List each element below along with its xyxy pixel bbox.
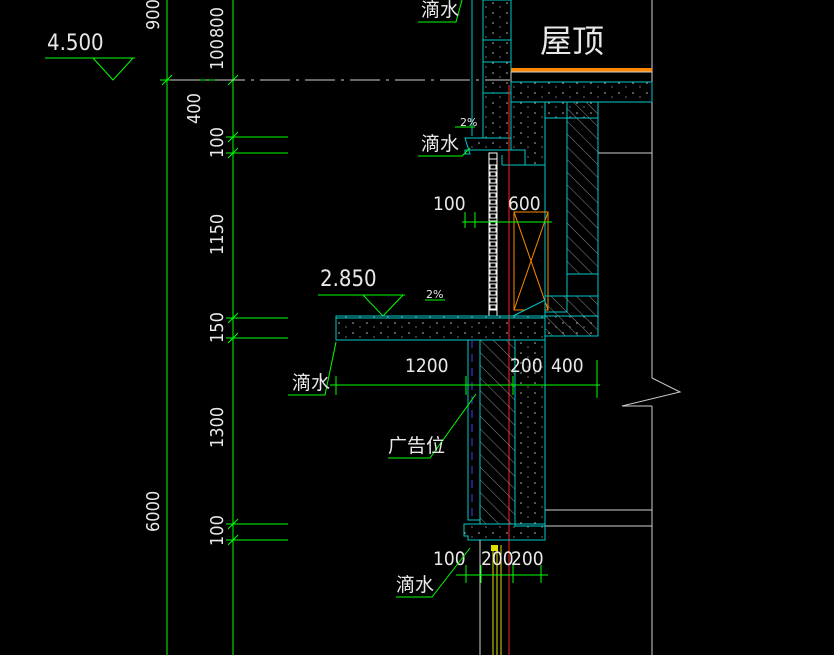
leader-lines	[288, 0, 477, 598]
railing-rung	[489, 192, 497, 198]
upper-beam	[501, 101, 599, 313]
dim-h-100-b: 100	[433, 548, 466, 570]
railing-rung	[489, 234, 497, 240]
railing-rung	[489, 255, 497, 261]
bottom-structure-lines	[479, 540, 502, 655]
elevation-mid-label: 2.850	[320, 267, 377, 292]
dim-1150: 1150	[207, 214, 228, 255]
dim-h-1200: 1200	[405, 355, 449, 377]
dim-1300: 1300	[207, 407, 228, 448]
canopy-slab	[335, 295, 599, 341]
railing-rung	[489, 262, 497, 268]
dim-h-600: 600	[508, 193, 541, 215]
slope-note-1: 2%	[460, 116, 477, 129]
drip-note-3: 滴水	[292, 372, 330, 394]
dim-900: 900	[143, 0, 164, 30]
railing-rung	[489, 164, 497, 170]
glass-railing	[488, 152, 498, 317]
railing-rung	[489, 297, 497, 303]
railing-rung	[489, 283, 497, 289]
railing-rung	[489, 185, 497, 191]
drip-note-2: 滴水	[421, 133, 459, 155]
dim-h-400: 400	[551, 355, 584, 377]
railing-rung	[489, 171, 497, 177]
billboard-note: 广告位	[388, 435, 445, 457]
vertical-dimension-texts: 900 800 100 400 100 1150 150 1300 100 60…	[143, 0, 228, 546]
railing-rung	[489, 276, 497, 282]
dim-100-b: 100	[207, 127, 228, 158]
dim-100-c: 100	[207, 515, 228, 546]
slope-note-2: 2%	[426, 288, 443, 301]
dim-800: 800	[207, 7, 228, 38]
dim-6000: 6000	[143, 491, 164, 532]
horizontal-dimension-lines	[330, 212, 600, 583]
drip-note-4: 滴水	[396, 574, 434, 596]
dim-h-100-a: 100	[433, 193, 466, 215]
elevation-marker-mid: 2.850	[318, 267, 405, 317]
parapet-wall	[464, 0, 512, 155]
railing-rung	[489, 304, 497, 310]
railing-rung	[489, 241, 497, 247]
railing-rung	[489, 213, 497, 219]
elevation-marker-top: 4.500	[45, 31, 135, 81]
dim-400: 400	[184, 93, 205, 124]
railing-rung	[489, 290, 497, 296]
drip-note-1: 滴水	[421, 0, 459, 21]
right-building-lines	[545, 0, 682, 655]
elevation-top-label: 4.500	[47, 31, 104, 56]
railing-rung	[489, 227, 497, 233]
dim-150: 150	[207, 312, 228, 343]
roof-label: 屋顶	[540, 22, 604, 60]
dim-100-a: 100	[207, 39, 228, 70]
vertical-dimension-lines	[160, 0, 288, 655]
railing-rungs	[489, 164, 497, 310]
railing-rung	[489, 248, 497, 254]
railing-rung	[489, 269, 497, 275]
window-unit	[513, 211, 549, 311]
lower-wall	[463, 339, 546, 541]
railing-rung	[489, 220, 497, 226]
dim-h-200-c: 200	[511, 548, 544, 570]
dim-h-200-b: 200	[481, 548, 514, 570]
railing-rung	[489, 206, 497, 212]
horizontal-dimension-texts: 100 600 1200 200 400 100 200 200	[405, 193, 584, 570]
dim-h-200-a: 200	[510, 355, 543, 377]
railing-rung	[489, 178, 497, 184]
railing-rung	[489, 199, 497, 205]
